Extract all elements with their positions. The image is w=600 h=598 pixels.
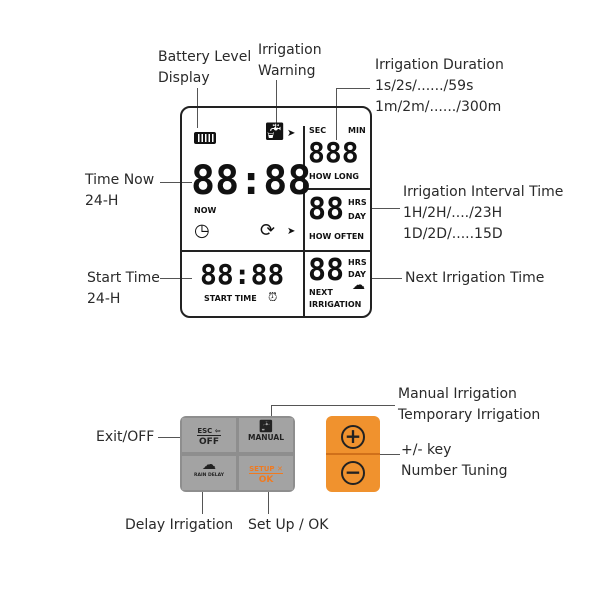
- leader-line: [160, 278, 192, 279]
- rain-delay-button[interactable]: ☁︎ RAIN DELAY: [182, 456, 236, 490]
- divider: [326, 453, 380, 455]
- manual-button[interactable]: 🚰︎ MANUAL: [239, 418, 293, 452]
- leader-line: [271, 405, 272, 417]
- label-line: Temporary Irrigation: [398, 407, 541, 423]
- leader-line: [160, 182, 192, 183]
- time-now-label: Time Now 24-H: [85, 170, 154, 212]
- plus-minus-keys: + −: [326, 416, 380, 492]
- duration-label: Irrigation Duration 1s/2s/....../59s 1m/2m…: [375, 55, 504, 118]
- label-line: 1s/2s/....../59s: [375, 78, 474, 94]
- label-line: Display: [158, 70, 210, 86]
- divider: [182, 250, 303, 252]
- faucet-icon: 🚰︎: [264, 122, 286, 142]
- battery-icon: [194, 132, 216, 144]
- day-text: DAY: [348, 270, 366, 279]
- button-panel: ESC ⇦ OFF 🚰︎ MANUAL ☁︎ RAIN DELAY SETUP …: [180, 416, 295, 492]
- start-time-text: START TIME: [204, 294, 257, 303]
- label-line: Time Now: [85, 172, 155, 188]
- how-long-text: HOW LONG: [309, 172, 359, 181]
- next-text: NEXT: [309, 288, 333, 297]
- hrs-text: HRS: [348, 198, 367, 207]
- delay-label: Delay Irrigation: [125, 517, 234, 533]
- clock-digits: 88:88: [191, 158, 312, 204]
- now-text: NOW: [194, 206, 217, 215]
- divider: [303, 126, 305, 316]
- next-digits: 88: [308, 253, 345, 288]
- leader-line: [158, 437, 180, 438]
- exit-label: Exit/OFF: [96, 429, 155, 445]
- esc-text: ESC ⇦: [197, 427, 221, 436]
- label-line: Warning: [258, 63, 316, 79]
- cloud-icon: ☁︎: [352, 278, 365, 293]
- esc-off-button[interactable]: ESC ⇦ OFF: [182, 418, 236, 452]
- label-line: Manual Irrigation: [398, 386, 517, 402]
- arrow-icon: ➤: [287, 226, 296, 237]
- alarm-icon: ⏰︎: [268, 290, 278, 304]
- duration-digits: 888: [308, 136, 359, 169]
- setup-ok-button[interactable]: SETUP ✕ OK: [239, 456, 293, 490]
- label-line: Irrigation: [258, 42, 322, 58]
- ok-text: OK: [258, 475, 274, 485]
- hrs-text: HRS: [348, 258, 367, 267]
- label-line: Number Tuning: [401, 463, 508, 479]
- label-line: 24-H: [85, 193, 119, 209]
- leader-line: [197, 88, 198, 128]
- minus-button[interactable]: −: [341, 461, 365, 485]
- leader-line: [336, 88, 370, 89]
- irrigation-text: IRRIGATION: [309, 300, 362, 309]
- off-text: OFF: [199, 437, 219, 447]
- manual-text: MANUAL: [248, 433, 284, 442]
- leader-line: [372, 278, 402, 279]
- label-line: 1m/2m/....../300m: [375, 99, 502, 115]
- leader-line: [336, 88, 337, 140]
- cycle-clock-icon: ⟳: [260, 220, 276, 241]
- lcd-display: 🚰︎ ➤ 88:88 NOW ◷ ⟳ ➤ 88:88 START TIME ⏰︎…: [180, 106, 372, 318]
- day-text: DAY: [348, 212, 366, 221]
- faucet-icon: 🚰︎: [258, 419, 274, 433]
- min-text: MIN: [348, 126, 366, 135]
- interval-label: Irrigation Interval Time 1H/2H/..../23H 1D…: [403, 182, 563, 245]
- leader-line: [380, 454, 400, 455]
- divider: [305, 250, 371, 252]
- often-digits: 88: [308, 192, 345, 227]
- label-line: Irrigation Interval Time: [403, 184, 564, 200]
- leader-line: [276, 80, 277, 128]
- how-often-text: HOW OFTEN: [309, 232, 364, 241]
- setup-text: SETUP ✕: [249, 465, 283, 474]
- label-line: Irrigation Duration: [375, 57, 504, 73]
- leader-line: [202, 492, 203, 514]
- leader-line: [271, 405, 395, 406]
- clock-icon: ◷: [194, 220, 210, 241]
- label-line: 1D/2D/.....15D: [403, 226, 503, 242]
- arrow-icon: ➤: [287, 128, 296, 139]
- label-line: 24-H: [87, 291, 121, 307]
- label-line: Start Time: [87, 270, 160, 286]
- start-time-label: Start Time 24-H: [87, 268, 160, 310]
- divider: [305, 188, 371, 190]
- label-line: Battery Level: [158, 49, 252, 65]
- label-line: 1H/2H/..../23H: [403, 205, 503, 221]
- leader-line: [372, 208, 400, 209]
- plus-button[interactable]: +: [341, 425, 365, 449]
- setup-label: Set Up / OK: [248, 517, 329, 533]
- leader-line: [268, 492, 269, 514]
- sec-text: SEC: [309, 126, 327, 135]
- next-irrigation-label: Next Irrigation Time: [405, 270, 545, 286]
- start-digits: 88:88: [200, 258, 285, 291]
- cloud-icon: ☁︎: [202, 457, 216, 473]
- label-line: +/- key: [401, 442, 452, 458]
- rain-delay-text: RAIN DELAY: [194, 473, 224, 478]
